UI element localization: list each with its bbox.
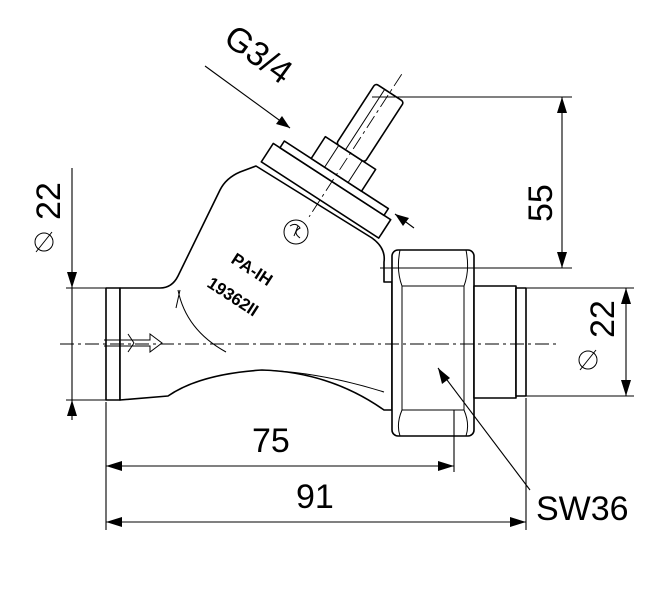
inner-length-dimension: 75: [105, 402, 455, 530]
left-diameter-value: 22: [30, 182, 68, 220]
valve-body: PA-IH 19362II: [104, 165, 393, 411]
union-hex-edge-right: [463, 249, 469, 437]
diameter-symbol-icon: [578, 349, 598, 371]
inner-length-value: 75: [252, 422, 290, 460]
strainer-cap-assembly: [260, 73, 404, 239]
left-diameter-dimension: 22: [30, 168, 110, 420]
diameter-symbol-icon: [34, 231, 54, 253]
union-hex-edge-left: [397, 249, 403, 437]
union-nut: [391, 249, 527, 437]
right-diameter-dimension: 22: [520, 287, 634, 397]
flow-direction-arrow: [104, 333, 163, 353]
wrench-size-callout: SW36: [437, 367, 629, 528]
body-contour-line: [177, 289, 227, 353]
union-tail-end: [515, 287, 527, 397]
manufacturer-logo-icon: [283, 219, 309, 245]
union-tail: [473, 285, 517, 399]
total-length-value: 91: [296, 478, 334, 516]
wrench-size-label: SW36: [536, 490, 629, 528]
thread-size-label: G3/4: [217, 18, 299, 92]
height-dimension: 55: [372, 96, 572, 269]
union-hex-outline: [391, 249, 475, 437]
body-lower-contour: [261, 369, 385, 393]
body-fillet-line: [175, 289, 181, 309]
right-diameter-value: 22: [584, 300, 622, 338]
total-length-dimension: 91: [106, 398, 527, 530]
body-main-outline: [119, 165, 393, 411]
height-value-label: 55: [522, 184, 560, 222]
